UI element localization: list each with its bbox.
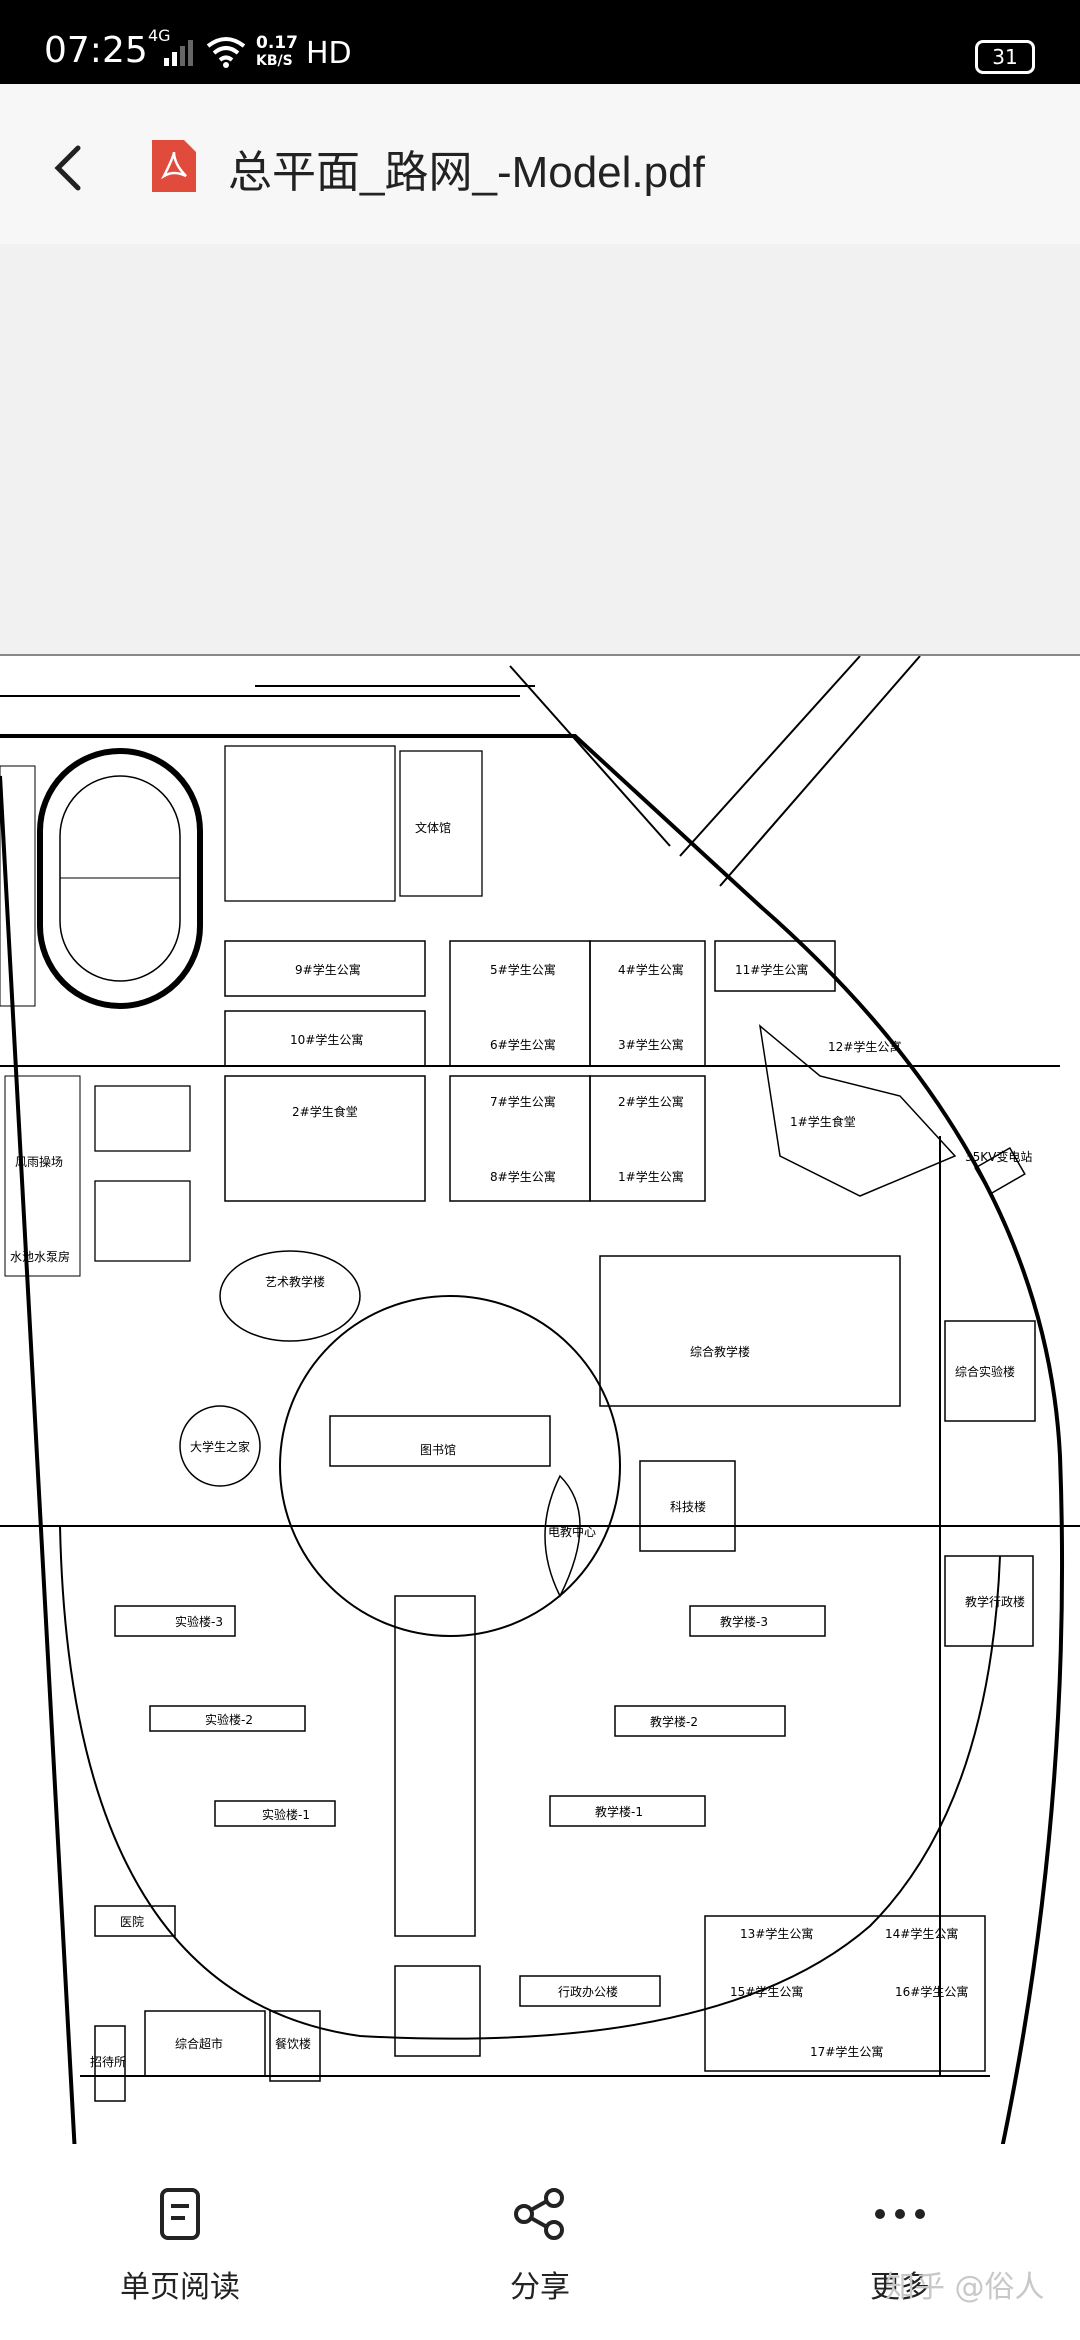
- network-type: 4G: [148, 26, 171, 45]
- map-label-6: 3#学生公寓: [618, 1037, 684, 1052]
- map-label-32: 医院: [120, 1915, 144, 1929]
- map-label-7: 11#学生公寓: [735, 962, 808, 977]
- map-label-18: 艺术教学楼: [265, 1274, 325, 1289]
- map-label-13: 1#学生公寓: [618, 1169, 684, 1184]
- map-label-8: 12#学生公寓: [828, 1039, 901, 1054]
- network-speed: 0.17 KB/S: [256, 34, 298, 70]
- pdf-page[interactable]: 文体馆 9#学生公寓 10#学生公寓 5#学生公寓 6#学生公寓 4#学生公寓 …: [0, 654, 1080, 2228]
- map-label-26: 实验楼-3: [175, 1614, 223, 1629]
- map-label-34: 14#学生公寓: [885, 1926, 958, 1941]
- map-label-4: 6#学生公寓: [490, 1037, 556, 1052]
- status-bar: 07:25 4G 0.17 KB/S HD 31: [0, 0, 1080, 84]
- map-label-14: 1#学生食堂: [790, 1114, 856, 1129]
- map-label-15: 35KV变电站: [965, 1149, 1032, 1164]
- single-page-read-button[interactable]: 单页阅读: [80, 2174, 280, 2324]
- more-label: 更多: [870, 2270, 930, 2305]
- battery-icon: 31: [975, 40, 1035, 74]
- map-label-20: 综合实验楼: [955, 1364, 1015, 1379]
- share-label: 分享: [510, 2270, 570, 2305]
- back-button[interactable]: [40, 138, 100, 198]
- map-label-19: 综合教学楼: [690, 1344, 750, 1359]
- share-icon: [514, 2188, 564, 2240]
- map-label-11: 8#学生公寓: [490, 1169, 556, 1184]
- hd-indicator: HD: [306, 36, 352, 71]
- campus-site-plan: 文体馆 9#学生公寓 10#学生公寓 5#学生公寓 6#学生公寓 4#学生公寓 …: [0, 656, 1080, 2226]
- map-label-25: 教学行政楼: [965, 1594, 1025, 1609]
- map-label-38: 行政办公楼: [558, 1984, 618, 1999]
- speed-value: 0.17: [256, 33, 298, 53]
- more-button[interactable]: 更多: [800, 2174, 1000, 2324]
- map-label-41: 餐饮楼: [275, 2036, 311, 2051]
- pdf-viewer[interactable]: 文体馆 9#学生公寓 10#学生公寓 5#学生公寓 6#学生公寓 4#学生公寓 …: [0, 244, 1080, 2228]
- map-label-22: 图书馆: [420, 1442, 456, 1457]
- map-label-23: 科技楼: [670, 1499, 706, 1514]
- map-label-36: 16#学生公寓: [895, 1984, 968, 1999]
- map-label-2: 10#学生公寓: [290, 1032, 363, 1047]
- map-label-27: 实验楼-2: [205, 1712, 253, 1727]
- single-page-read-label: 单页阅读: [120, 2270, 240, 2305]
- document-title: 总平面_路网_-Model.pdf: [228, 148, 705, 197]
- map-label-39: 招待所: [90, 2055, 126, 2069]
- status-time: 07:25: [44, 30, 148, 71]
- map-label-1: 9#学生公寓: [295, 962, 361, 977]
- map-label-21: 大学生之家: [190, 1439, 250, 1454]
- map-label-12: 2#学生公寓: [618, 1094, 684, 1109]
- map-label-37: 17#学生公寓: [810, 2044, 883, 2059]
- map-label-33: 13#学生公寓: [740, 1926, 813, 1941]
- map-label-5: 4#学生公寓: [618, 962, 684, 977]
- bottom-toolbar: 单页阅读 分享 更多: [0, 2144, 1080, 2340]
- app-bar: 总平面_路网_-Model.pdf: [0, 84, 1080, 244]
- wifi-icon: [206, 37, 246, 68]
- more-dots-icon: [875, 2209, 925, 2219]
- map-label-40: 综合超市: [175, 2036, 223, 2051]
- speed-unit: KB/S: [256, 53, 293, 69]
- pdf-file-icon: [152, 140, 196, 192]
- share-button[interactable]: 分享: [440, 2174, 640, 2324]
- map-label-28: 实验楼-1: [262, 1807, 310, 1822]
- map-label-35: 15#学生公寓: [730, 1984, 803, 1999]
- map-label-9: 2#学生食堂: [292, 1104, 358, 1119]
- document-icon: [160, 2188, 200, 2240]
- map-label-0: 文体馆: [415, 820, 451, 835]
- signal-icon: [164, 40, 193, 66]
- map-label-10: 7#学生公寓: [490, 1094, 556, 1109]
- map-label-31: 教学楼-1: [595, 1804, 643, 1819]
- watermark: 知乎 @俗人: [885, 2270, 1045, 2305]
- map-label-24: 电教中心: [548, 1524, 596, 1539]
- map-label-3: 5#学生公寓: [490, 962, 556, 977]
- map-label-30: 教学楼-2: [650, 1714, 698, 1729]
- map-label-29: 教学楼-3: [720, 1614, 768, 1629]
- map-label-16: 风雨操场: [15, 1154, 63, 1169]
- map-label-17: 水池水泵房: [10, 1249, 70, 1264]
